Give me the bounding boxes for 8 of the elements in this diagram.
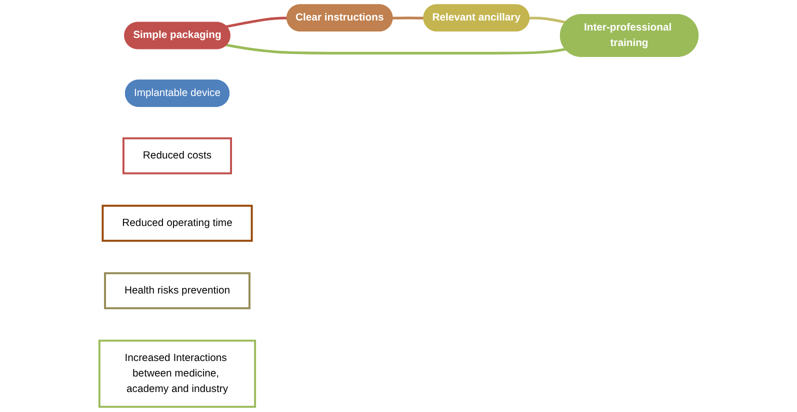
connector xyxy=(226,16,288,28)
node-box: Reduced costs xyxy=(122,137,232,174)
node-box: Increased Interactions between medicine, academy and industry xyxy=(98,340,256,408)
node-box: Health risks prevention xyxy=(104,272,250,310)
connector xyxy=(528,16,566,24)
connector xyxy=(392,16,425,20)
node-box: Reduced operating time xyxy=(102,204,253,242)
connector xyxy=(226,44,566,54)
